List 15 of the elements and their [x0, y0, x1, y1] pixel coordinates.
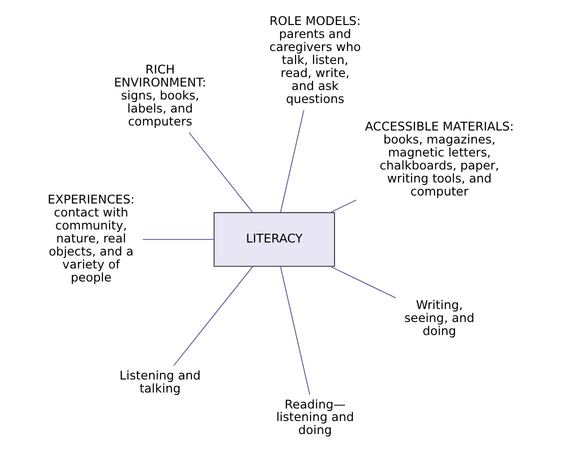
node-text: ACCESSIBLE MATERIALS: books, magazines, magnetic letters, chalkboards, paper, writing tools, and computer	[364, 120, 514, 199]
node-text: EXPERIENCES: contact with community, nature, real objects, and a variety of people	[48, 192, 135, 285]
connector	[330, 266, 396, 298]
node-text: ROLE MODELS: parents and caregivers who talk, listen, read, write, and ask questions	[269, 14, 361, 106]
node-box: LITERACY	[214, 212, 335, 267]
connector	[330, 200, 357, 214]
connector	[142, 239, 215, 240]
node-text: Reading— listening and doing	[276, 397, 354, 438]
connector	[280, 110, 304, 213]
node-text: RICH ENVIRONMENT: signs, books, labels, and computers	[114, 62, 206, 128]
connector	[188, 132, 254, 213]
node-text: Listening and talking	[120, 368, 201, 396]
connector	[173, 266, 254, 366]
connector	[280, 266, 310, 396]
node-text: Writing, seeing, and doing	[404, 298, 474, 338]
